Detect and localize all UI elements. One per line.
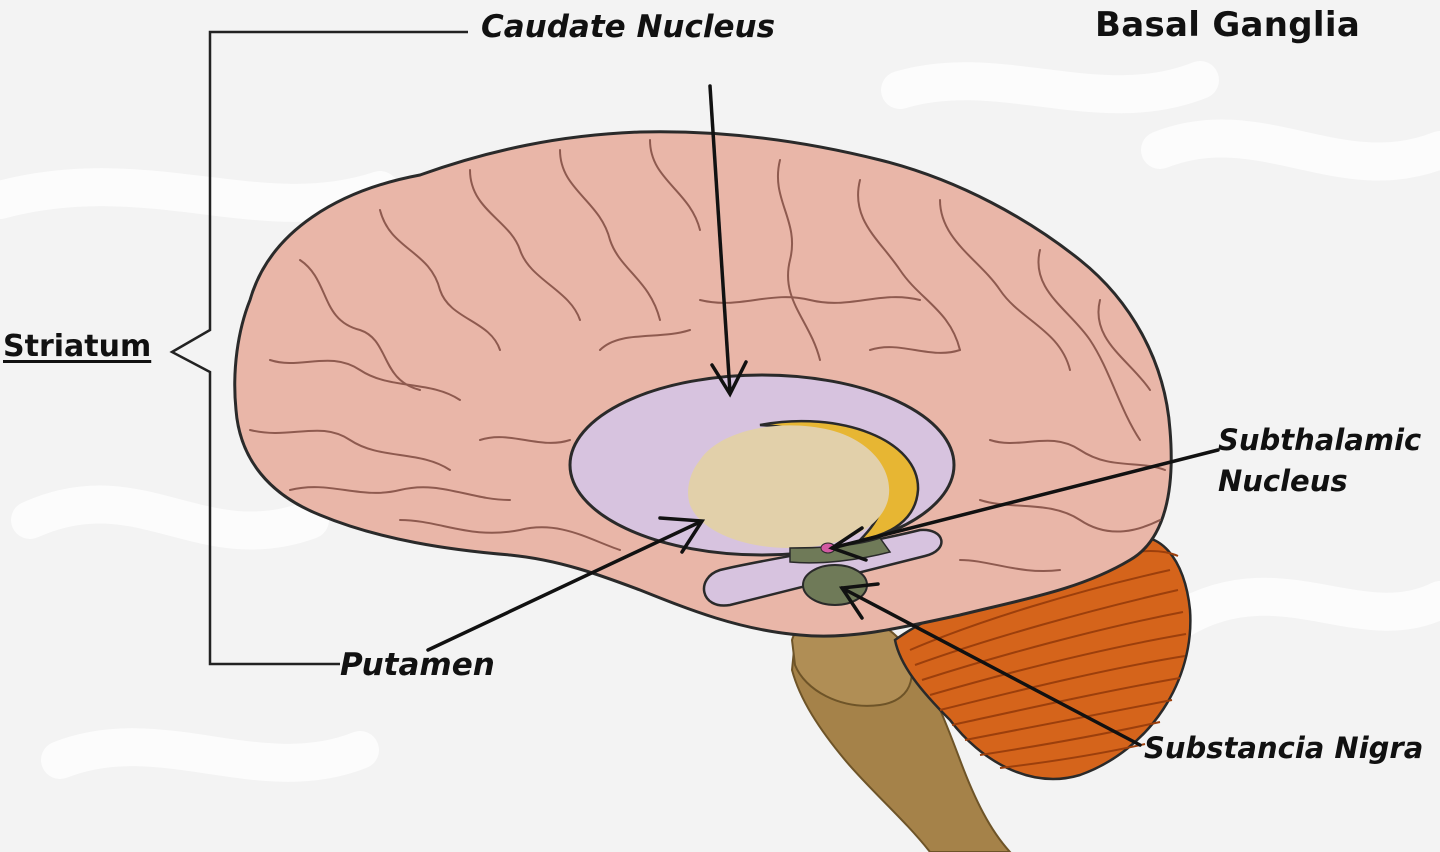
- caudate-arrow: [708, 84, 748, 398]
- putamen-label: Putamen: [340, 647, 495, 683]
- background-texture: [0, 61, 1440, 782]
- striatum-bracket: [169, 30, 468, 666]
- subthalamic-nucleus-label: Subthalamic Nucleus: [1218, 420, 1438, 502]
- putamen-arrow: [426, 516, 706, 652]
- cerebellum: [893, 535, 1192, 781]
- subthalamic-label-line2: Nucleus: [1218, 464, 1348, 498]
- substantia-nigra-label: Substancia Nigra: [1144, 731, 1424, 765]
- caudate-nucleus-label: Caudate Nucleus: [481, 9, 776, 45]
- diagram-title: Basal Ganglia: [1095, 5, 1361, 45]
- striatum-label: Striatum: [3, 329, 152, 364]
- putamen: [688, 425, 890, 548]
- subthalamic-arrow: [828, 448, 1220, 562]
- pointer-arrows: [426, 84, 1220, 747]
- subthalamic-label-line1: Subthalamic: [1218, 423, 1422, 457]
- nigra-arrow: [838, 582, 1142, 747]
